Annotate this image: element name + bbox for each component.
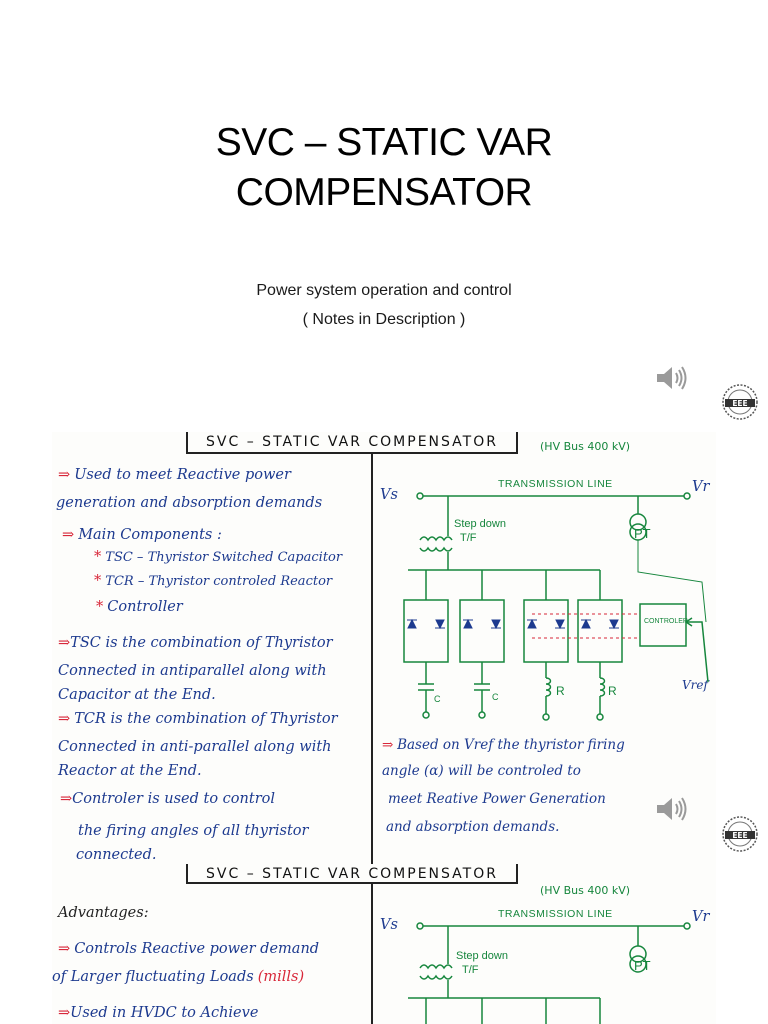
title-slide: SVC – STATIC VAR COMPENSATOR Power syste… — [0, 0, 768, 430]
speaker-icon[interactable] — [655, 363, 689, 393]
cap-label-1: C — [434, 694, 441, 704]
star-icon: * — [96, 599, 104, 615]
bullet-tcr: * TCR – Thyristor controled Reactor — [94, 573, 333, 589]
speaker-icon[interactable] — [655, 794, 689, 824]
arrow-icon: ⇒ — [58, 467, 71, 483]
slide-title-line-1: SVC – STATIC VAR — [215, 121, 553, 164]
bullet-controller: * Controller — [96, 599, 183, 615]
transmission-line-label: TRANSMISSION LINE — [498, 908, 613, 920]
arrow-icon: ⇒ — [58, 941, 71, 957]
stepdown-label-2: T/F — [462, 964, 479, 976]
star-icon: * — [94, 573, 102, 589]
subtitle-line-1: Power system operation and control — [256, 282, 512, 299]
eee-logo-icon: EEE — [721, 815, 759, 853]
right-note-2: angle (α) will be controled to — [382, 763, 581, 779]
vr-label: Vr — [692, 909, 710, 925]
subtitle-line-2: ( Notes in Description ) — [302, 311, 466, 328]
stepdown-label-1: Step down — [454, 518, 506, 530]
reactor-label-2: R — [608, 684, 617, 698]
slide-title-line-2: COMPENSATOR — [235, 171, 533, 214]
tcr-para-1: ⇒ TCR is the combination of Thyristor — [58, 711, 338, 727]
svc-circuit-diagram — [403, 492, 709, 721]
hv-bus-label: (HV Bus 400 kV) — [540, 440, 631, 453]
notes-header: SVC – STATIC VAR COMPENSATOR — [186, 864, 518, 884]
arrow-icon: ⇒ — [382, 737, 394, 753]
vs-label: Vs — [380, 487, 398, 503]
reactor-label-1: R — [556, 684, 565, 698]
page-divider — [371, 884, 373, 1024]
stepdown-label-1: Step down — [456, 950, 508, 962]
logo-text: EEE — [732, 831, 747, 840]
controller-para-3: connected. — [76, 847, 157, 863]
tsc-para-1: ⇒TSC is the combination of Thyristor — [58, 635, 333, 651]
notes-page-1: SVC – STATIC VAR COMPENSATOR ⇒ Used to m… — [52, 432, 716, 864]
cap-label-2: C — [492, 692, 499, 702]
transmission-line-label: TRANSMISSION LINE — [498, 478, 613, 490]
stepdown-label-2: T/F — [460, 532, 477, 544]
advantage-2: ⇒Used in HVDC to Achieve — [58, 1005, 259, 1021]
vref-label: Vref — [682, 678, 708, 692]
controller-label: CONTROLER — [644, 618, 688, 625]
arrow-icon: ⇒ — [58, 1005, 71, 1021]
hv-bus-label: (HV Bus 400 kV) — [540, 884, 631, 897]
right-note-4: and absorption demands. — [386, 819, 560, 835]
eee-logo-icon: EEE — [721, 383, 759, 421]
controller-para-2: the firing angles of all thyristor — [78, 823, 309, 839]
tsc-para-3: Capacitor at the End. — [58, 687, 216, 703]
vs-label: Vs — [380, 917, 398, 933]
right-note-1: ⇒ Based on Vref the thyristor firing — [382, 737, 625, 753]
arrow-icon: ⇒ — [58, 711, 71, 727]
star-icon: * — [94, 549, 102, 565]
bullet-tsc: * TSC – Thyristor Switched Capacitor — [94, 549, 343, 565]
vr-label: Vr — [692, 479, 710, 495]
tcr-para-2: Connected in anti-parallel along with — [58, 739, 332, 755]
note-line-2: generation and absorption demands — [56, 495, 323, 511]
arrow-icon: ⇒ — [62, 527, 75, 543]
slide-subtitle: Power system operation and control ( Not… — [0, 276, 768, 334]
arrow-icon: ⇒ — [58, 635, 71, 651]
slide-title: SVC – STATIC VAR COMPENSATOR — [0, 118, 768, 218]
svc-circuit-diagram — [408, 922, 691, 1024]
advantage-1: ⇒ Controls Reactive power demand — [58, 941, 320, 957]
controller-para-1: ⇒Controler is used to control — [60, 791, 275, 807]
note-line-3: ⇒ Main Components : — [62, 527, 222, 543]
logo-text: EEE — [732, 399, 747, 408]
advantage-1b: of Larger fluctuating Loads (mills) — [52, 969, 305, 985]
note-line-1: ⇒ Used to meet Reactive power — [58, 467, 291, 483]
tcr-para-3: Reactor at the End. — [58, 763, 202, 779]
notes-header: SVC – STATIC VAR COMPENSATOR — [186, 432, 518, 454]
notes-page-2: SVC – STATIC VAR COMPENSATOR Advantages:… — [52, 864, 716, 1024]
page-divider — [371, 454, 373, 864]
right-note-3: meet Reative Power Generation — [388, 791, 606, 807]
tsc-para-2: Connected in antiparallel along with — [58, 663, 327, 679]
advantages-heading: Advantages: — [58, 905, 149, 921]
arrow-icon: ⇒ — [60, 791, 73, 807]
